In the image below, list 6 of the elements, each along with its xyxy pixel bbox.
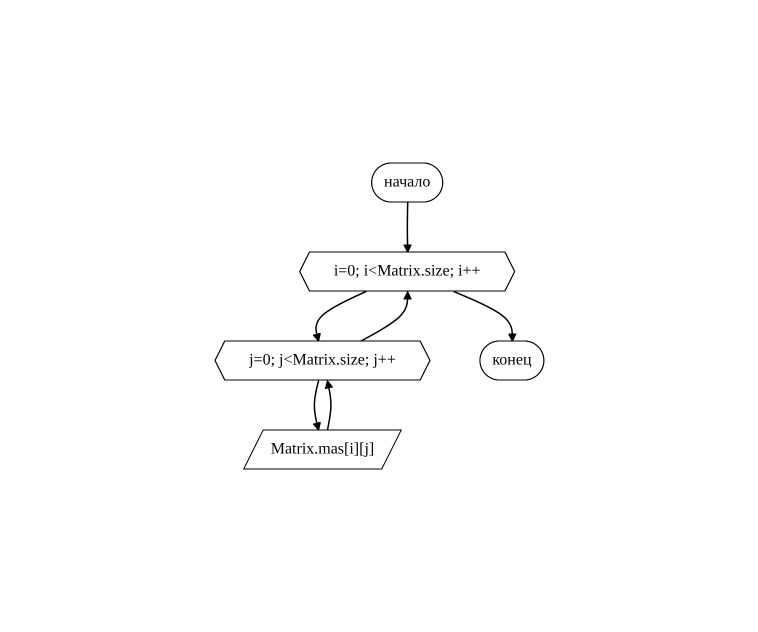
arrow [359,291,412,342]
arrow [452,290,516,342]
arrow [324,380,333,431]
arrow [312,290,366,342]
arrow [402,202,412,253]
arrow [312,380,321,431]
